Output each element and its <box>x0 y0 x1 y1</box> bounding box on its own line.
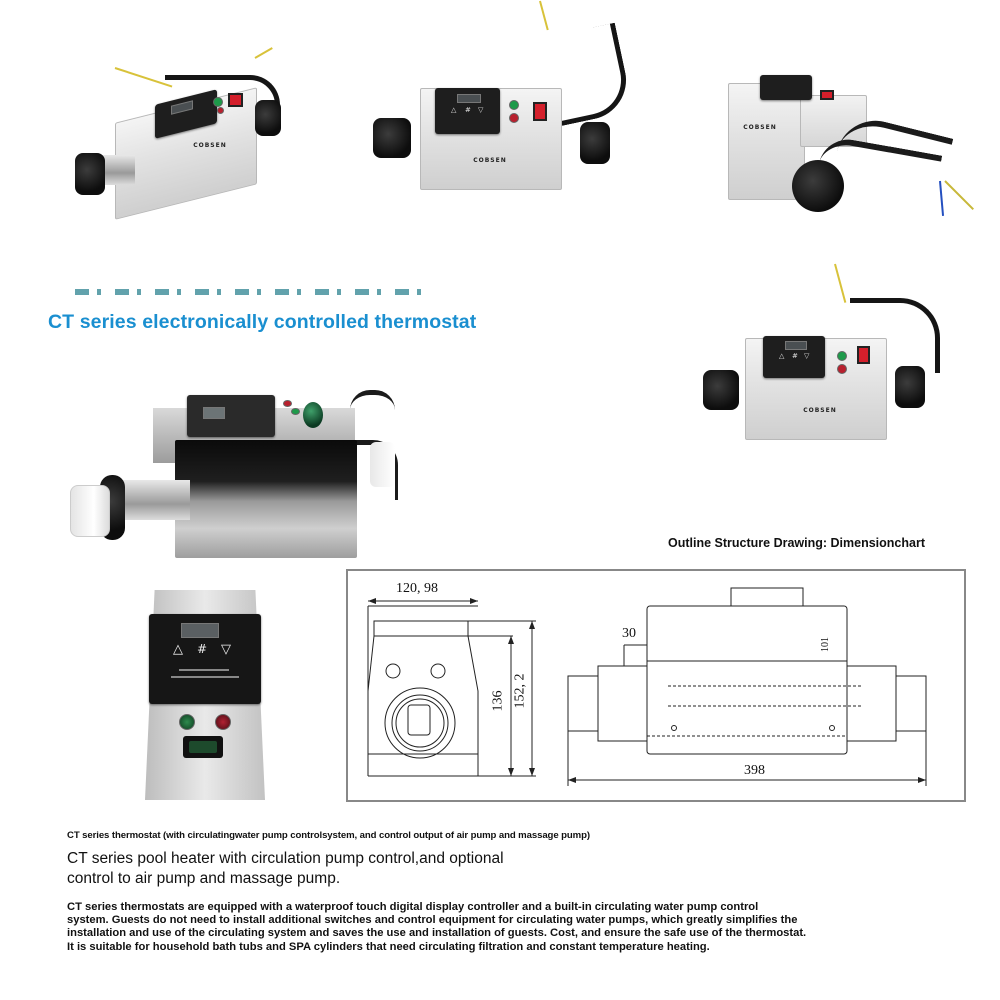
caption-small: CT series thermostat (with circulatingwa… <box>67 830 590 841</box>
power-knob <box>303 402 323 428</box>
panel-label <box>179 669 229 671</box>
technical-drawing-svg <box>367 587 927 786</box>
mode-icon: # <box>465 106 471 114</box>
pipe-union <box>792 160 844 212</box>
control-panel <box>760 75 812 100</box>
led-green <box>179 714 195 730</box>
wire-yellow <box>944 180 974 210</box>
rocker-switch-face <box>189 741 217 753</box>
brand-text: COBSEN <box>193 142 227 149</box>
description-line-4: It is suitable for household bath tubs a… <box>67 940 710 953</box>
brand-text: COBSEN <box>803 407 837 414</box>
product-photo-control-panel: △ # ▽ <box>137 590 272 802</box>
power-switch <box>228 93 243 107</box>
product-photo-angled-left: COBSEN <box>70 45 300 220</box>
lcd-display <box>203 407 225 419</box>
led-red <box>217 107 224 114</box>
brand-text: COBSEN <box>473 157 507 164</box>
dim-flange-label: 30 <box>622 626 636 641</box>
lcd-display <box>785 341 807 350</box>
panel-label-2 <box>171 676 239 678</box>
power-switch <box>533 102 547 121</box>
wire-yellow <box>539 0 549 31</box>
up-arrow-icon: △ <box>173 642 183 657</box>
up-arrow-icon: △ <box>451 106 457 114</box>
dim-length-label: 398 <box>744 763 765 778</box>
caption-large-line-2: control to air pump and massage pump. <box>67 870 341 887</box>
description-line-2: system. Guests do not need to install ad… <box>67 914 798 927</box>
pipe-union-right <box>255 100 281 136</box>
pipe-union-right <box>580 122 610 164</box>
page-heading: CT series electronically controlled ther… <box>48 311 477 333</box>
wire-yellow <box>834 263 847 303</box>
lcd-display <box>457 94 481 103</box>
cable-black <box>165 75 280 120</box>
product-photo-front-right: △ # ▽ COBSEN <box>695 258 950 443</box>
product-photo-front-center: △ # ▽ COBSEN <box>365 0 645 200</box>
lcd-display <box>171 100 193 115</box>
product-photo-stainless-large <box>65 380 398 565</box>
power-switch <box>857 346 870 364</box>
brand-plate: COBSEN <box>460 157 520 164</box>
cable-black <box>350 390 395 435</box>
product-photo-rear-right: COBSEN <box>720 75 990 225</box>
wire-blue <box>939 180 945 216</box>
dim-width-label: 120, 98 <box>396 581 438 596</box>
dim-total-height-label: 152, 2 <box>512 673 528 709</box>
description-paragraph: CT series thermostats are equipped with … <box>67 901 967 954</box>
lcd-display <box>181 623 219 638</box>
side-label: 101 <box>820 637 831 652</box>
dimension-drawing: 120, 98 136 152, 2 30 398 101 <box>346 569 966 802</box>
led-red <box>215 714 231 730</box>
led-green <box>509 100 519 110</box>
down-arrow-icon: ▽ <box>221 642 231 657</box>
control-panel: △ # ▽ <box>763 336 825 378</box>
pipe-cap-white <box>70 485 110 537</box>
led-red <box>509 113 519 123</box>
pipe-cap-white-right <box>370 442 395 487</box>
cable-black <box>850 298 940 373</box>
heater-end-plate <box>800 95 867 147</box>
down-arrow-icon: ▽ <box>478 106 484 114</box>
description-line-1: CT series thermostats are equipped with … <box>67 901 759 913</box>
description-line-3: installation and use of the circulating … <box>67 927 807 940</box>
control-panel: △ # ▽ <box>435 88 500 134</box>
mode-icon: # <box>792 352 798 360</box>
led-green <box>291 408 300 415</box>
heater-housing-front <box>175 440 357 558</box>
brand-plate: COBSEN <box>790 407 850 414</box>
control-panel <box>187 395 275 437</box>
obscured-heading-remnant <box>75 289 430 295</box>
pipe-union-left <box>373 118 411 158</box>
brand-plate: COBSEN <box>740 124 780 131</box>
brand-text: COBSEN <box>743 124 777 131</box>
drawing-title: Outline Structure Drawing: Dimensionchar… <box>668 536 925 550</box>
led-green <box>213 97 223 107</box>
caption-large: CT series pool heater with circulation p… <box>67 849 667 889</box>
wire-yellow-2 <box>254 47 273 59</box>
mode-icon: # <box>197 642 208 656</box>
caption-large-line-1: CT series pool heater with circulation p… <box>67 850 504 867</box>
control-panel: △ # ▽ <box>149 614 261 704</box>
dim-inner-height-label: 136 <box>490 690 506 712</box>
down-arrow-icon: ▽ <box>804 352 810 360</box>
pipe-union-right <box>895 366 925 408</box>
led-green <box>837 351 847 361</box>
rocker-switch <box>183 736 223 758</box>
led-red <box>837 364 847 374</box>
pipe-union-left <box>703 370 739 410</box>
power-switch <box>820 90 834 100</box>
led-red <box>283 400 292 407</box>
pipe-union-left <box>75 153 105 195</box>
wire-yellow <box>114 67 173 88</box>
up-arrow-icon: △ <box>779 352 785 360</box>
brand-plate: COBSEN <box>185 142 235 149</box>
